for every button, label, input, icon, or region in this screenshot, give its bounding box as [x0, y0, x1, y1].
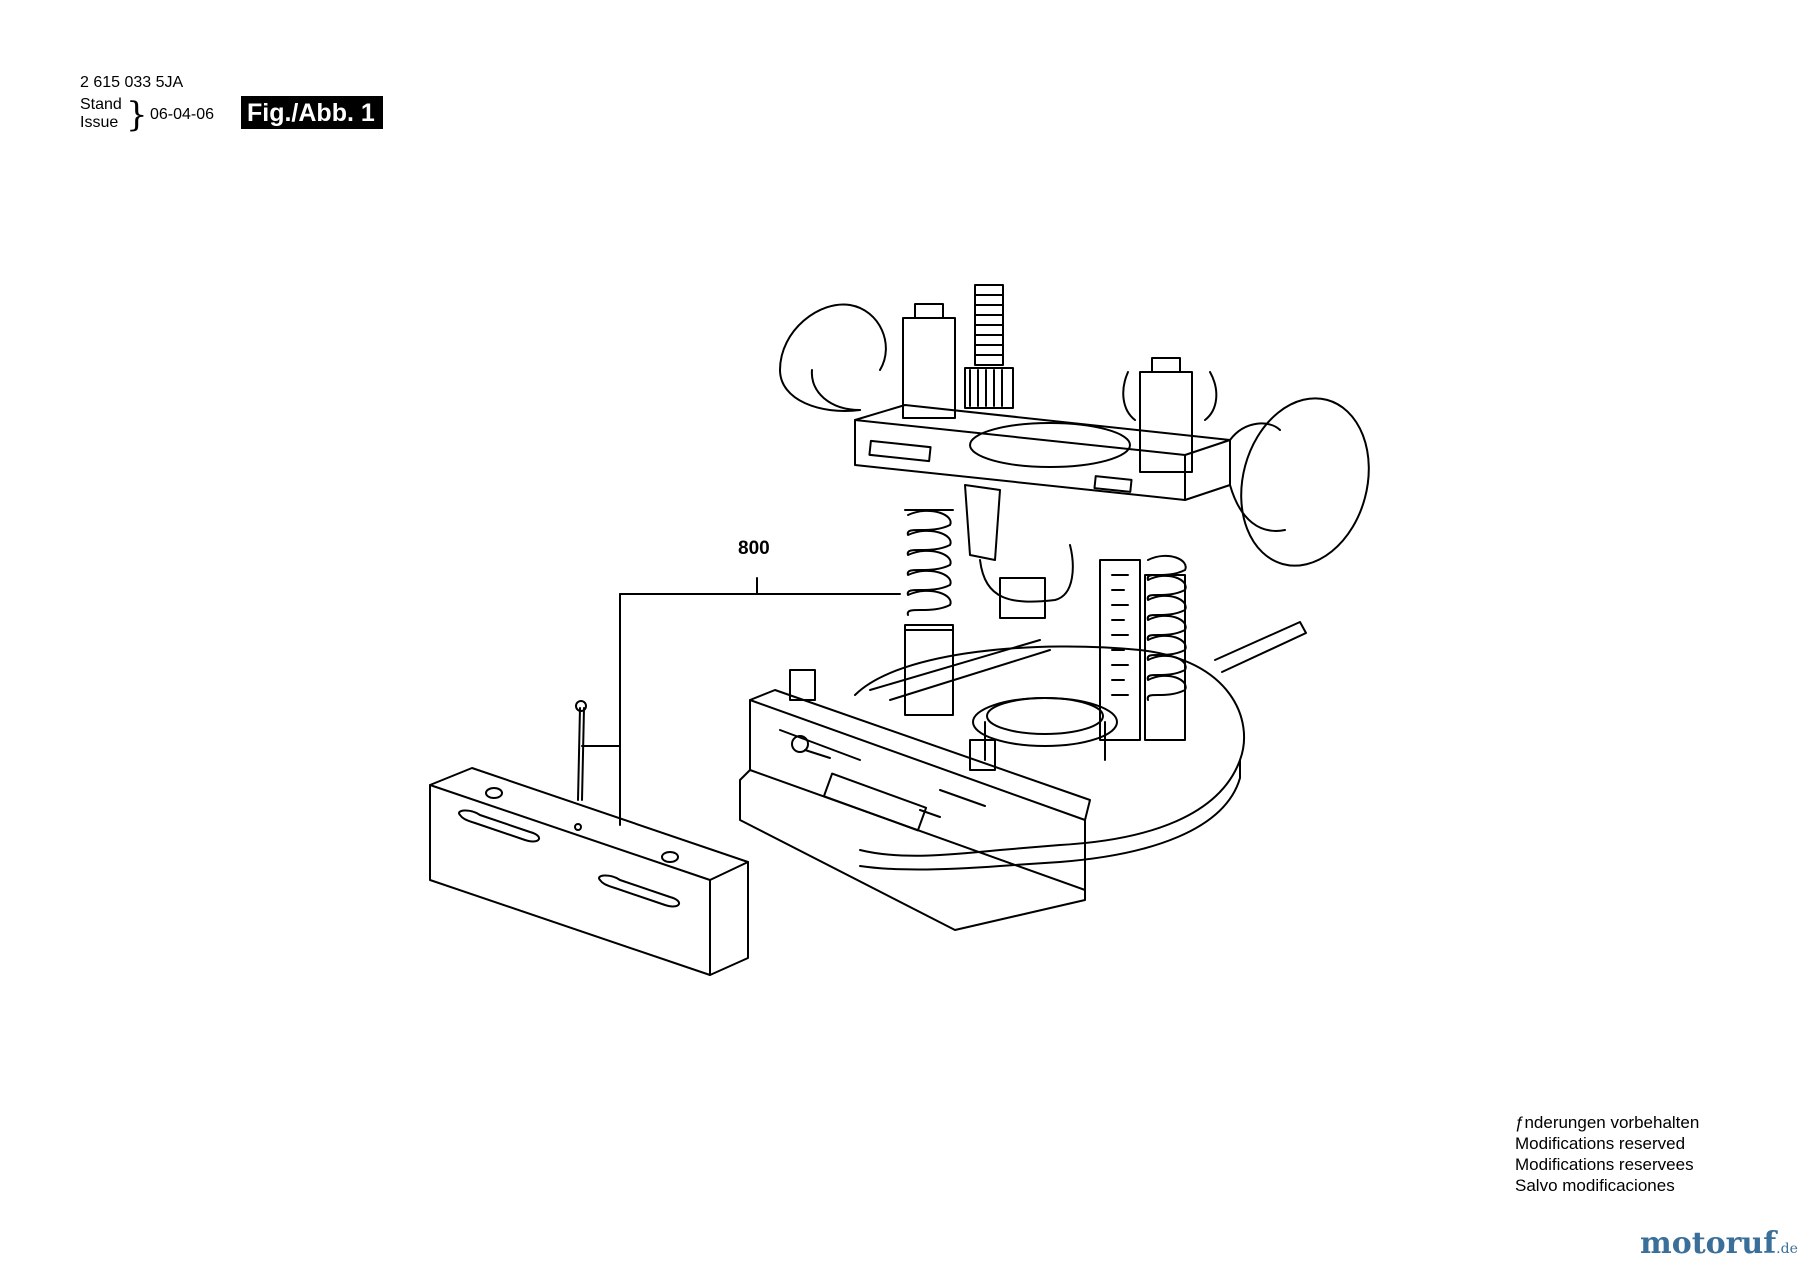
- guide-rod: [1214, 621, 1307, 673]
- fence-block: [429, 767, 749, 976]
- left-knob: [779, 303, 887, 412]
- right-knob: [1229, 397, 1370, 567]
- stand-issue-label: Stand Issue: [80, 96, 122, 132]
- figure-badge: Fig./Abb. 1: [241, 96, 383, 129]
- brace-glyph: }: [126, 95, 148, 135]
- callout-leader: [581, 577, 901, 826]
- watermark-brand: motoruf: [1640, 1226, 1777, 1261]
- part-number: 2 615 033 5JA: [80, 74, 184, 91]
- threaded-spindle: [964, 284, 1014, 409]
- notes-block: ƒnderungen vorbehalten Modifications res…: [1515, 1112, 1699, 1196]
- revision-date: 06-04-06: [150, 106, 215, 123]
- parallel-guide: [739, 639, 1091, 931]
- right-column: [1122, 357, 1218, 741]
- note-line: ƒnderungen vorbehalten: [1515, 1113, 1700, 1132]
- note-line: Modifications reservees: [1515, 1155, 1694, 1174]
- callout-800: 800: [738, 538, 770, 559]
- issue-label: Issue: [80, 114, 119, 131]
- depth-scale: [1099, 559, 1141, 741]
- stand-label: Stand: [80, 96, 122, 113]
- router-housing: [854, 404, 1231, 619]
- revision-block: Stand Issue } 06-04-06: [80, 96, 260, 140]
- left-column: [902, 303, 956, 716]
- note-line: Salvo modificaciones: [1515, 1176, 1675, 1195]
- pin: [575, 700, 587, 801]
- note-line: Modifications reserved: [1515, 1134, 1686, 1153]
- watermark-tld: .de: [1776, 1241, 1798, 1257]
- watermark-logo: motoruf.de: [1640, 1226, 1798, 1261]
